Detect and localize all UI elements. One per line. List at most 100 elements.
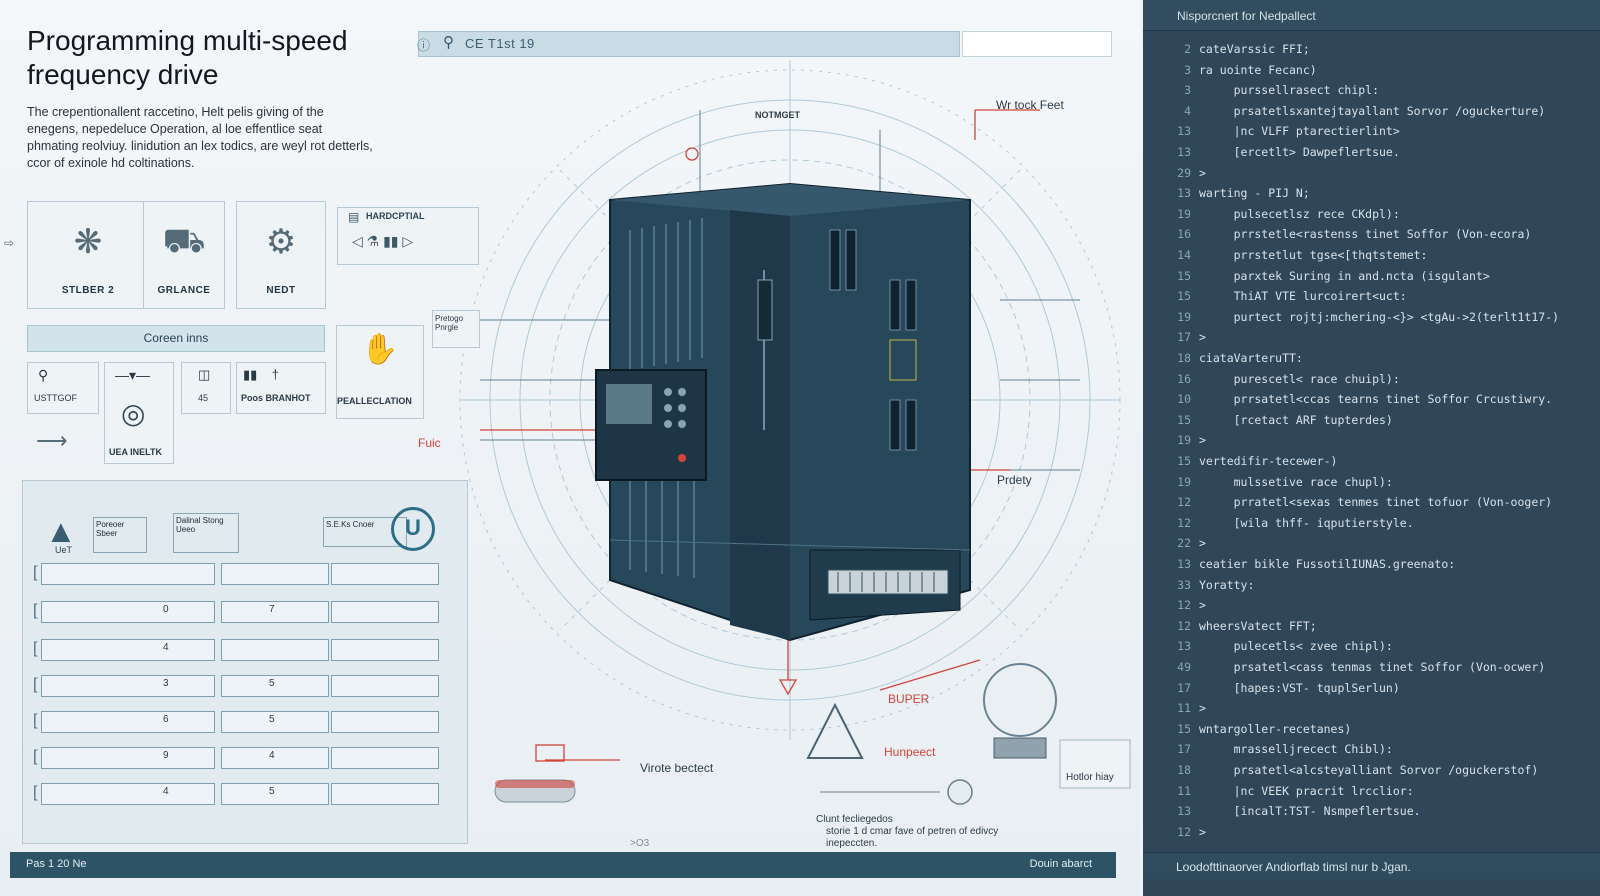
search-side-field[interactable]: [962, 31, 1112, 57]
truck-icon: ⛟: [162, 222, 206, 260]
code-line[interactable]: 12 [wila thff- iqputierstyle.: [1143, 516, 1600, 536]
menu-card[interactable]: ▤ HARDCPTIAL ◁ ⚗ ▮▮ ▷: [337, 207, 479, 265]
small-card-45[interactable]: ◫ 45: [181, 362, 231, 414]
line-number: 15: [1177, 454, 1191, 468]
row-seg: [331, 747, 439, 769]
card-motor[interactable]: ⚙ NEDT: [236, 201, 326, 309]
code-line[interactable]: 14 prrstetlut tgse<[thqtstemet:: [1143, 248, 1600, 268]
code-line[interactable]: 16 prrstetle<rastenss tinet Soffor (Von-…: [1143, 227, 1600, 247]
code-line[interactable]: 11>: [1143, 701, 1600, 721]
schedule-row[interactable]: [ 0 7: [33, 601, 453, 623]
code-line[interactable]: 13 |nc VLFF ptarectierlint>: [1143, 124, 1600, 144]
code-line[interactable]: 18 prsatetl<alcsteyalliant Sorvor /oguck…: [1143, 763, 1600, 783]
code-line[interactable]: 17 [hapes:VST- tquplSerlun): [1143, 681, 1600, 701]
code-footer: Loodofttinaorver Andiorflab timsl nur b …: [1143, 852, 1600, 879]
line-number: 19: [1177, 309, 1191, 324]
status-action-button[interactable]: Douin abarct: [1029, 858, 1092, 870]
trash-icon: ◫: [198, 367, 211, 382]
code-line[interactable]: 22>: [1143, 536, 1600, 556]
code-line[interactable]: 19 pulsecetlsz rece CKdpl):: [1143, 207, 1600, 227]
callout-label: Wr tock Feet: [996, 98, 1064, 112]
code-line[interactable]: 15 [rcetact ARF tupterdes): [1143, 413, 1600, 433]
schedule-row[interactable]: [: [33, 563, 453, 585]
schedule-row[interactable]: [ 3 5: [33, 675, 453, 697]
code-header-title[interactable]: Nisporcnert for Nedpallect: [1177, 9, 1316, 23]
code-line[interactable]: 12>: [1143, 598, 1600, 618]
code-line[interactable]: 12 prratetl<sexas tenmes tinet tofuor (V…: [1143, 495, 1600, 515]
small-card-pretogo[interactable]: Pretogo Pnrgle: [432, 310, 480, 348]
row-seg: [41, 639, 215, 661]
code-line[interactable]: 17>: [1143, 330, 1600, 350]
code-text: Yoratty:: [1199, 577, 1255, 592]
code-text: pulecetls< zvee chipl):: [1199, 639, 1393, 654]
row-mid-value: 0: [163, 604, 169, 615]
blueprint-rings: [459, 35, 1131, 805]
small-card-label: USTTGOF: [34, 393, 77, 403]
code-line[interactable]: 3 purssellrasect chipl:: [1143, 83, 1600, 103]
triangle-symbol: [806, 702, 864, 759]
code-line[interactable]: 13 [ercetlt> Dawpeflertsue.: [1143, 145, 1600, 165]
schedule-row[interactable]: [ 9 4: [33, 747, 453, 769]
code-line[interactable]: 16 purescetl< race chuipl):: [1143, 372, 1600, 392]
code-line[interactable]: 19 purtect rojtj:mchering-<}> <tgAu->2(t…: [1143, 310, 1600, 330]
code-text: ciataVarteruTT:: [1199, 351, 1303, 365]
panel-item-dalinal[interactable]: Dalinal Stong Ueeo: [173, 513, 239, 553]
code-line[interactable]: 13 pulecetls< zvee chipl):: [1143, 639, 1600, 659]
small-card-pealle[interactable]: ✋ PEALLECLATION: [336, 325, 424, 419]
help-icon[interactable]: ⓘ: [417, 38, 431, 53]
line-number: 13: [1177, 804, 1191, 819]
line-number: 2: [1184, 42, 1191, 56]
schedule-row[interactable]: [ 4 5: [33, 783, 453, 805]
u-badge-icon[interactable]: U: [391, 507, 435, 551]
code-line[interactable]: 15 ThiAT VTE lurcoirert<uct:: [1143, 289, 1600, 309]
code-line[interactable]: 19 mulssetive race chupl):: [1143, 475, 1600, 495]
code-line[interactable]: 19>: [1143, 433, 1600, 453]
line-number: 33: [1177, 577, 1191, 592]
pagination[interactable]: Pas 1 20 Ne: [26, 858, 87, 870]
code-line[interactable]: 17 mrasselljrecect Chibl):: [1143, 742, 1600, 762]
panel-item-poreoer[interactable]: Poreoer Sbeer: [93, 517, 147, 553]
code-line[interactable]: 13 [incalT:TST- Nsmpeflertsue.: [1143, 804, 1600, 824]
search-bar[interactable]: ⓘ ⚲ CE T1st 19: [417, 31, 960, 57]
search-icon[interactable]: ⚲: [443, 34, 454, 51]
code-text: >: [1199, 330, 1206, 345]
search-input[interactable]: CE T1st 19: [465, 36, 535, 51]
line-number: 13: [1177, 124, 1191, 139]
bracket-icon: [: [33, 784, 38, 801]
code-line[interactable]: 4 prsatetlsxantejtayallant Sorvor /oguck…: [1143, 104, 1600, 124]
code-line[interactable]: 29>: [1143, 166, 1600, 186]
pin-icon: ⚲: [38, 367, 49, 383]
code-line[interactable]: 33 Yoratty:: [1143, 578, 1600, 598]
small-card-ust[interactable]: ⚲ USTTGOF: [27, 362, 99, 414]
row-mid-value: 6: [163, 714, 169, 725]
small-card-label: PEALLECLATION: [337, 396, 412, 406]
code-text: purssellrasect chipl:: [1199, 83, 1380, 98]
card-fan[interactable]: ❋ STLBER 2: [27, 201, 149, 309]
code-line[interactable]: 10 prrsatetl<ccas tearns tinet Soffor Cr…: [1143, 392, 1600, 412]
code-line[interactable]: 12>: [1143, 825, 1600, 845]
code-line[interactable]: 11 |nc VEEK pracrit lrcclior:: [1143, 784, 1600, 804]
line-number: 12: [1177, 618, 1191, 633]
code-line[interactable]: 49 prsatetl<cass tenmas tinet Soffor (Vo…: [1143, 660, 1600, 680]
small-card-control[interactable]: —▾— ◎ UEA INELTK: [104, 362, 174, 464]
card-label: NEDT: [266, 285, 296, 296]
line-number: 17: [1177, 742, 1191, 757]
small-card-brahot[interactable]: ▮▮ † Poos BRANHOT: [236, 362, 326, 414]
line-number: 12: [1177, 598, 1191, 613]
card-truck[interactable]: ⛟ GRLANCE: [143, 201, 225, 309]
schedule-row[interactable]: [ 4: [33, 639, 453, 661]
callout-label: Hunpeect: [884, 745, 936, 759]
schedule-row[interactable]: [ 6 5: [33, 711, 453, 733]
line-number: 11: [1177, 701, 1191, 716]
code-line[interactable]: 15 parxtek Suring in and.ncta (isgulant>: [1143, 269, 1600, 289]
play-controls-icon[interactable]: ◁ ⚗ ▮▮ ▷: [352, 233, 414, 249]
